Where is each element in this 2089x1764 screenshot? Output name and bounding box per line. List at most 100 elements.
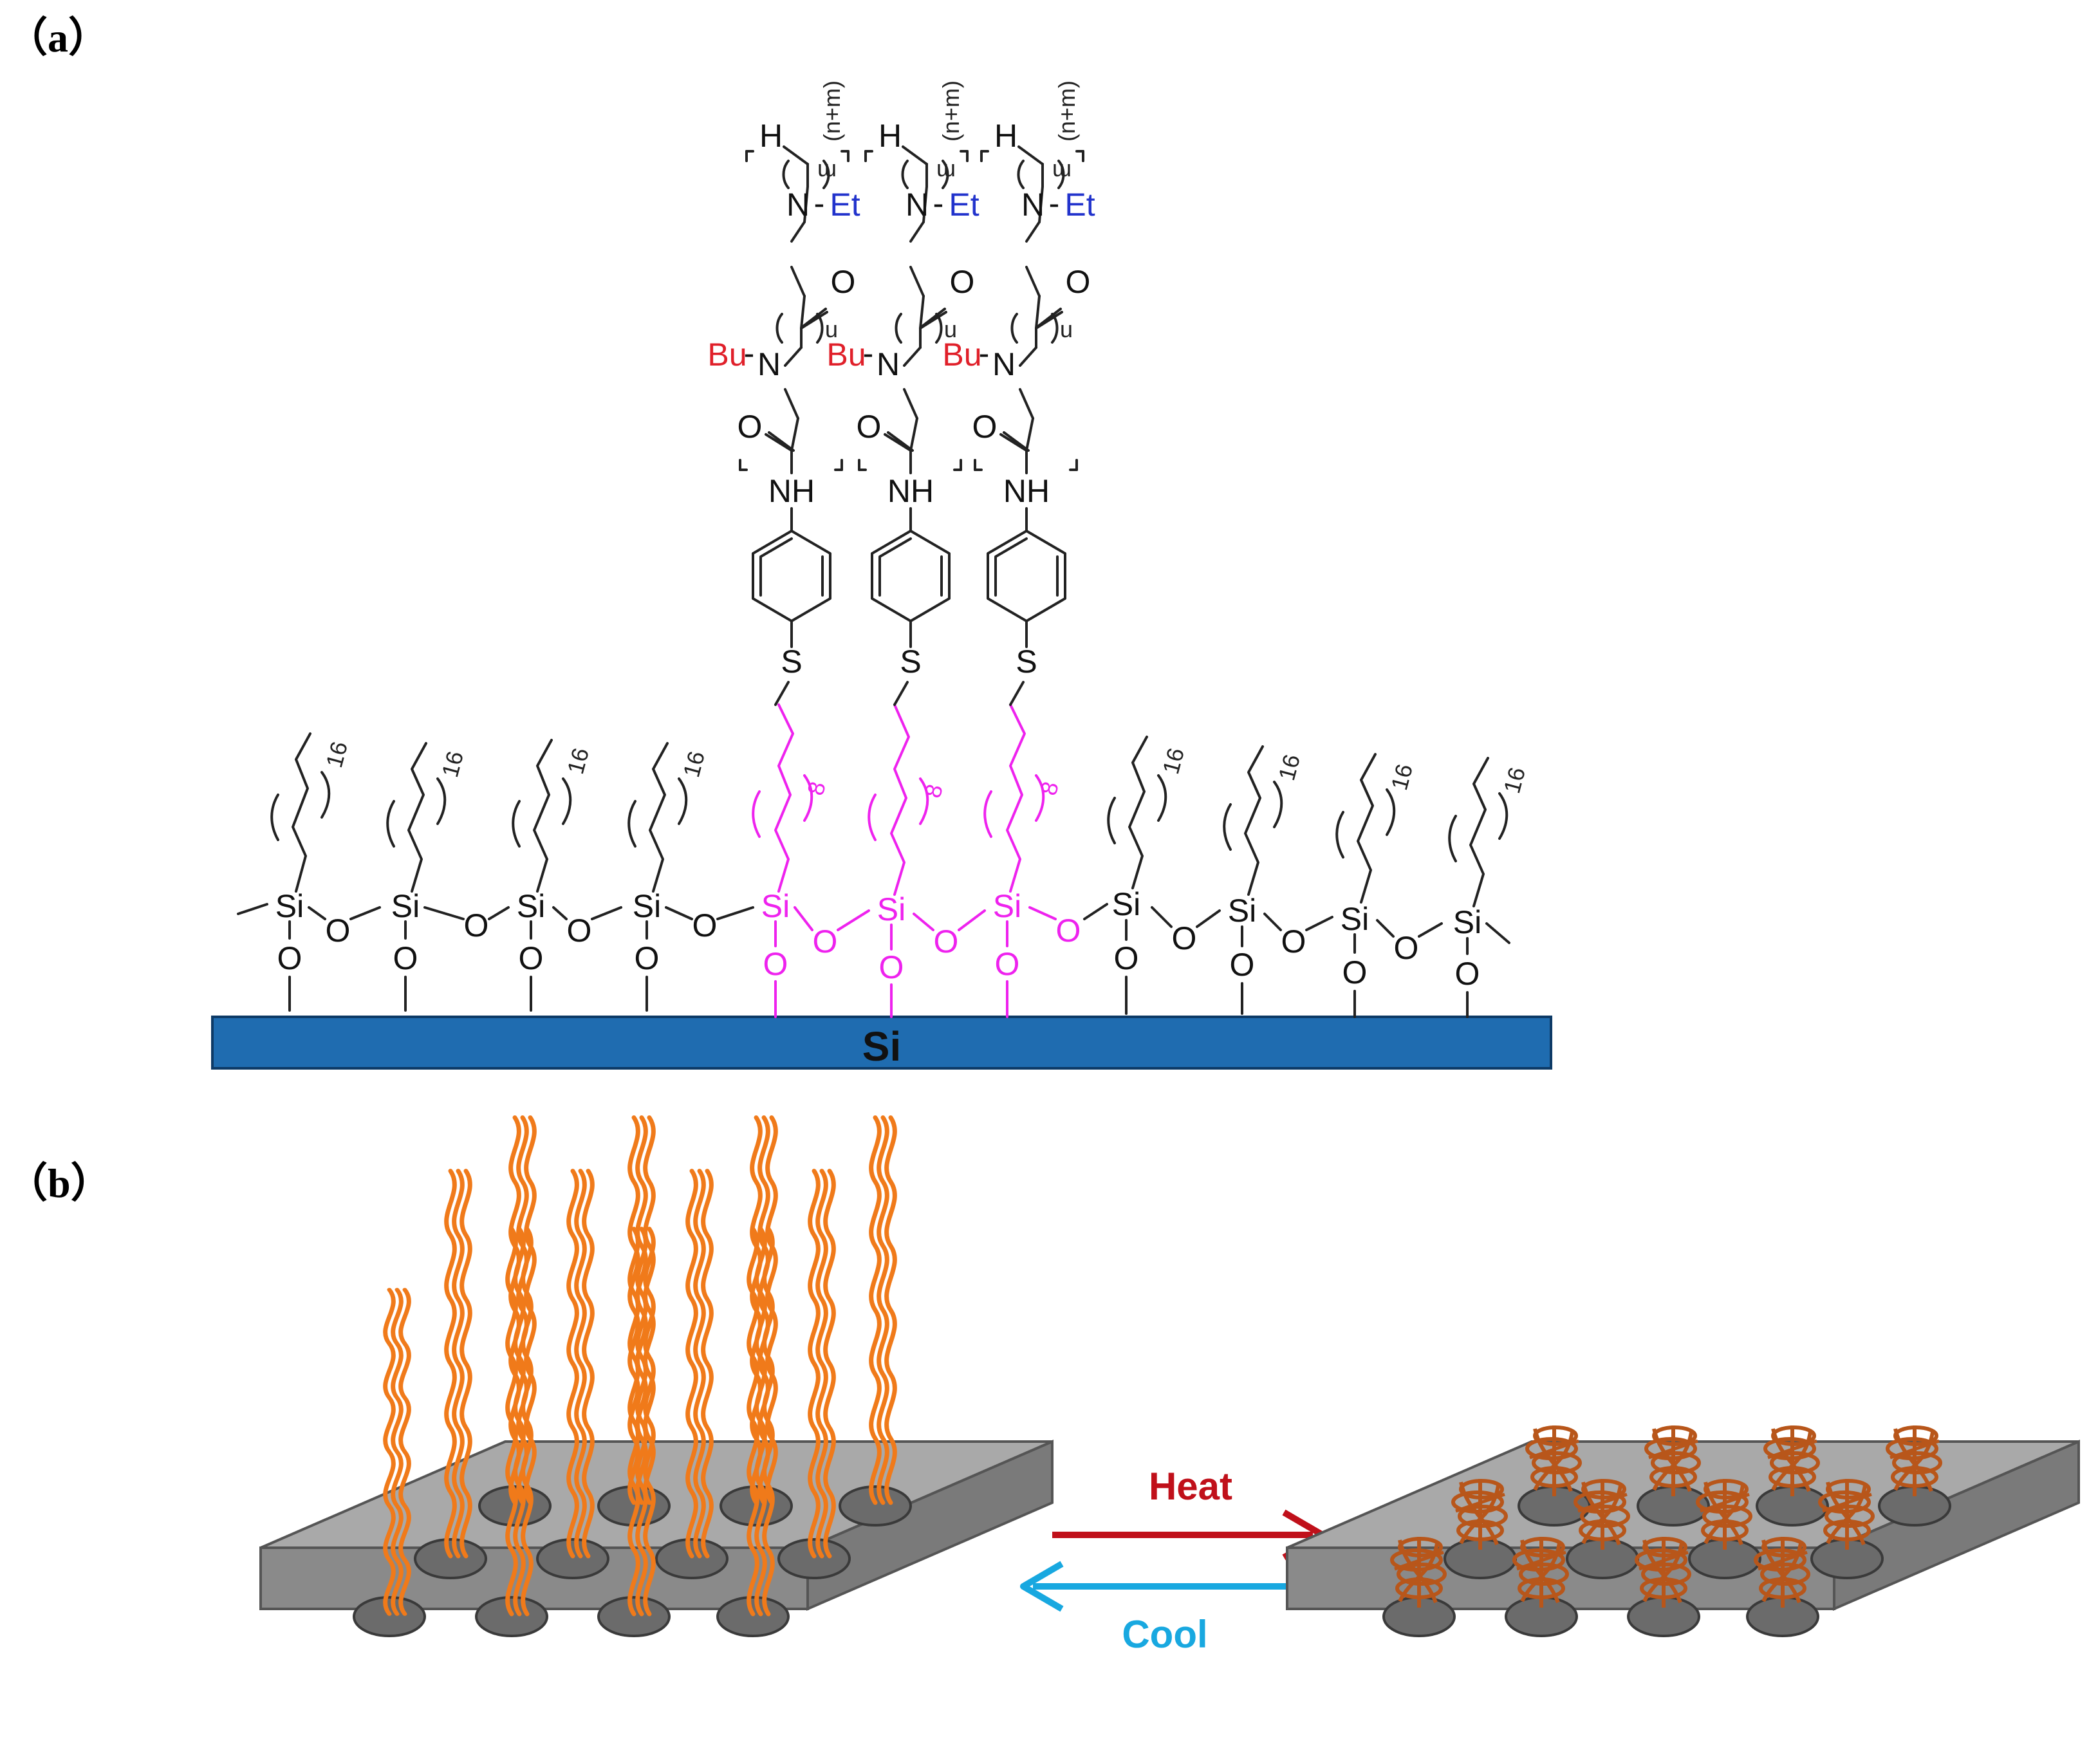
bu-group: Bu [942, 337, 981, 373]
o-atom-linker: O [1056, 913, 1081, 949]
repeat-count-8: 8 [1035, 779, 1064, 798]
o-atom-linker: O [934, 924, 959, 960]
o-atom: O [1172, 920, 1197, 956]
bond-dash: - [814, 185, 825, 221]
repeat-count-16: 16 [436, 748, 469, 780]
si-atom: Si [633, 888, 661, 924]
bond-dash: - [933, 185, 944, 221]
o-atom: O [831, 264, 856, 300]
siloxane-backbone [237, 903, 1510, 1018]
repeat-m: m [936, 159, 956, 185]
n-atom: N [877, 346, 900, 382]
h-atom: H [994, 118, 1017, 154]
o-atom-linker: O [763, 946, 788, 982]
o-atom: O [1281, 924, 1306, 960]
repeat-count-8: 8 [919, 781, 948, 801]
si-atom-linker: Si [877, 891, 905, 927]
si-atom-linker: Si [993, 888, 1021, 924]
o-atom: O [857, 409, 882, 445]
nh-group: NH [887, 473, 934, 509]
panel-label-b: （b） [6, 1160, 112, 1206]
o-atom: O [464, 907, 489, 943]
repeat-n: n [944, 320, 957, 346]
panel-a-structure: Si [211, 80, 1552, 1070]
extended-polymer-chains [385, 1118, 895, 1615]
o-atom-linker: O [879, 949, 904, 985]
o-atom: O [1230, 947, 1255, 983]
si-substrate [211, 1016, 1552, 1070]
et-group: Et [949, 187, 979, 223]
bu-group: Bu [707, 337, 747, 373]
n-atom: N [786, 187, 810, 223]
polypeptoid-strand: S NH O O N Bu [826, 80, 980, 706]
n-atom: N [757, 346, 781, 382]
o-atom: O [519, 940, 544, 976]
polypeptoid-strand: S NH O O N Bu [942, 80, 1095, 706]
h-atom: H [878, 118, 902, 154]
si-atom: Si [1453, 904, 1481, 940]
o-atom: O [326, 913, 351, 949]
repeat-outer: (n+m) [1054, 80, 1080, 142]
slab-side [806, 1439, 1054, 1611]
o-atom: O [972, 409, 998, 445]
polypeptoid-strand: S NH O O N Bu [707, 80, 860, 706]
o-atom-linker: O [995, 946, 1020, 982]
left-slab-extended [259, 1118, 1054, 1637]
panel-b-schematic: Heat Cool [259, 1118, 2080, 1656]
bu-group: Bu [826, 337, 866, 373]
o-atom: O [393, 940, 418, 976]
si-atom: Si [1228, 893, 1256, 929]
o-atom-linker: O [813, 924, 838, 960]
silicon-atoms: Si Si Si Si Si Si Si Si Si Si Si [275, 886, 1481, 940]
cool-label: Cool [1122, 1613, 1207, 1656]
repeat-count-16: 16 [562, 745, 594, 777]
o-atom: O [1455, 956, 1480, 992]
repeat-count-16: 16 [1498, 765, 1530, 796]
cool-arrow-head [1020, 1561, 1064, 1612]
bond-dash: - [1049, 185, 1060, 221]
s-atom: S [900, 644, 921, 680]
transition-arrows: Heat Cool [1020, 1465, 1326, 1656]
si-atom: Si [1341, 901, 1369, 937]
si-atom: Si [1112, 886, 1140, 922]
s-atom: S [781, 644, 802, 680]
n-atom: N [905, 187, 929, 223]
o-atom: O [1066, 264, 1091, 300]
o-atom: O [635, 940, 660, 976]
n-atom: N [1021, 187, 1044, 223]
n-atom: N [992, 346, 1016, 382]
si-atom-linker: Si [761, 888, 790, 924]
substrate-label: Si [862, 1023, 901, 1070]
repeat-count-16: 16 [1157, 745, 1189, 777]
et-group: Et [1064, 187, 1095, 223]
o-atom: O [1342, 954, 1368, 990]
repeat-outer: (n+m) [819, 80, 845, 142]
bond-dash: - [744, 335, 755, 371]
nh-group: NH [768, 473, 815, 509]
bond-dash: - [979, 335, 990, 371]
et-group: Et [830, 187, 860, 223]
nh-group: NH [1003, 473, 1050, 509]
panel-label-a: （a） [6, 15, 109, 60]
si-atom: Si [391, 888, 420, 924]
linker-chains-8: 8 8 8 [752, 703, 1064, 896]
repeat-count-16: 16 [1273, 752, 1305, 783]
o-atom: O [1114, 940, 1139, 976]
o-atom: O [1394, 930, 1419, 966]
repeat-n: n [1060, 320, 1073, 346]
h-atom: H [759, 118, 783, 154]
repeat-count-16: 16 [1386, 761, 1418, 793]
o-atom: O [277, 940, 302, 976]
o-atom: O [692, 907, 718, 943]
bond-dash: - [863, 335, 874, 371]
s-atom: S [1016, 644, 1037, 680]
alkyl-chains-16: 16 16 16 16 16 16 16 [270, 732, 1530, 907]
right-slab-collapsed [1286, 1425, 2080, 1637]
heat-label: Heat [1149, 1465, 1232, 1508]
repeat-outer: (n+m) [938, 80, 964, 142]
repeat-m: m [817, 159, 837, 185]
si-atom: Si [517, 888, 545, 924]
repeat-count-16: 16 [320, 739, 353, 770]
repeat-count-8: 8 [802, 779, 831, 798]
